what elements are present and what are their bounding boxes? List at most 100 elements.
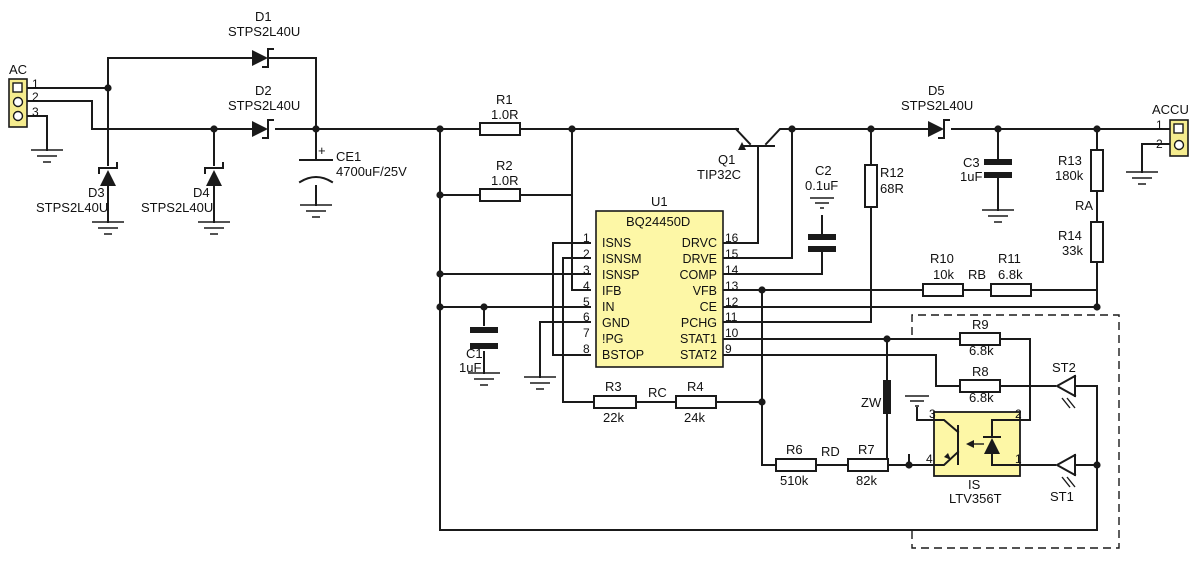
- u1-pin-num-11: 11: [725, 310, 738, 324]
- resistor-r2: R2 1.0R: [479, 158, 521, 202]
- u1-pin-num-4: 4: [583, 279, 590, 293]
- resistor-r14: R14 33k: [1058, 221, 1104, 263]
- transistor-q1: Q1 TIP32C: [697, 142, 775, 182]
- ic-u1: U1 BQ24450D ISNS ISNSM ISNSP IFB IN GND …: [583, 194, 739, 368]
- u1-pin-num-1: 1: [583, 231, 590, 245]
- resistor-r8: R8 6.8k: [959, 364, 1001, 405]
- group-rb-label: RB: [968, 267, 986, 282]
- d2-ref: D2: [255, 83, 272, 98]
- u1-pin-name-9: STAT2: [680, 348, 717, 362]
- diode-d4: D4 STPS2L40U: [141, 162, 224, 215]
- r13-value: 180k: [1055, 168, 1084, 183]
- u1-pin-name-12: CE: [700, 300, 717, 314]
- r2-value: 1.0R: [491, 173, 518, 188]
- led-st1: ST1: [1050, 453, 1077, 504]
- u1-pin-name-2: ISNSM: [602, 252, 642, 266]
- u1-pin-num-2: 2: [583, 247, 590, 261]
- u1-pin-num-5: 5: [583, 295, 590, 309]
- ac-pin-2: 2: [32, 90, 39, 104]
- r6-ref: R6: [786, 442, 803, 457]
- junction-dots: [104, 84, 1101, 469]
- r6-value: 510k: [780, 473, 809, 488]
- c2-value: 0.1uF: [805, 178, 838, 193]
- resistor-r12: R12 68R: [864, 164, 904, 208]
- u1-pin-name-14: COMP: [680, 268, 718, 282]
- u1-pin-name-10: STAT1: [680, 332, 717, 346]
- dashed-enclosure: [911, 314, 1120, 549]
- optocoupler-is: 3 4 2 1 IS LTV356T: [926, 407, 1022, 506]
- r10-value: 10k: [933, 267, 954, 282]
- u1-pin-name-4: IFB: [602, 284, 621, 298]
- diode-d2: D2 STPS2L40U: [228, 83, 300, 139]
- r1-value: 1.0R: [491, 107, 518, 122]
- resistor-r4: R4 24k: [675, 379, 717, 425]
- ac-connector: AC 1 2 3: [8, 62, 39, 128]
- r14-value: 33k: [1062, 243, 1083, 258]
- u1-pin-num-7: 7: [583, 326, 590, 340]
- diode-d5: D5 STPS2L40U: [901, 83, 973, 139]
- resistor-r10: R10 10k: [922, 251, 964, 297]
- ce1-ref: CE1: [336, 149, 361, 164]
- c3-value: 1uF: [960, 169, 982, 184]
- q1-ref: Q1: [718, 152, 735, 167]
- u1-pin-name-6: GND: [602, 316, 630, 330]
- u1-pin-name-8: BSTOP: [602, 348, 644, 362]
- ce1-polarity: +: [318, 143, 326, 158]
- is-pin-4: 4: [926, 452, 933, 466]
- resistor-r9: R9 6.8k: [959, 317, 1001, 358]
- d5-part: STPS2L40U: [901, 98, 973, 113]
- accu-connector-label: ACCU: [1152, 102, 1189, 117]
- u1-pin-name-3: ISNSP: [602, 268, 640, 282]
- accu-pin-1: 1: [1156, 118, 1163, 132]
- c2-ref: C2: [815, 163, 832, 178]
- is-part: LTV356T: [949, 491, 1002, 506]
- d5-ref: D5: [928, 83, 945, 98]
- d4-part: STPS2L40U: [141, 200, 213, 215]
- is-ref: IS: [968, 477, 981, 492]
- c1-ref: C1: [466, 346, 483, 361]
- u1-pin-name-15: DRVE: [682, 252, 717, 266]
- u1-pin-num-10: 10: [725, 326, 739, 340]
- capacitor-ce1: + CE1 4700uF/25V: [298, 143, 407, 184]
- st1-label: ST1: [1050, 489, 1074, 504]
- u1-ref: U1: [651, 194, 668, 209]
- r12-value: 68R: [880, 181, 904, 196]
- capacitor-c2: C2 0.1uF: [805, 163, 838, 252]
- d2-part: STPS2L40U: [228, 98, 300, 113]
- r8-value: 6.8k: [969, 390, 994, 405]
- r10-ref: R10: [930, 251, 954, 266]
- u1-pin-num-12: 12: [725, 295, 739, 309]
- r13-ref: R13: [1058, 153, 1082, 168]
- u1-pin-num-8: 8: [583, 342, 590, 356]
- r7-value: 82k: [856, 473, 877, 488]
- r2-ref: R2: [496, 158, 513, 173]
- resistor-r1: R1 1.0R: [479, 92, 521, 136]
- resistor-r7: R7 82k: [847, 442, 889, 488]
- led-st2: ST2: [1052, 360, 1077, 409]
- c3-ref: C3: [963, 155, 980, 170]
- q1-part: TIP32C: [697, 167, 741, 182]
- capacitor-c1: C1 1uF: [459, 327, 498, 375]
- u1-pin-num-15: 15: [725, 247, 739, 261]
- ac-connector-label: AC: [9, 62, 27, 77]
- accu-connector: ACCU 1 2: [1152, 102, 1189, 157]
- r11-ref: R11: [998, 251, 1021, 266]
- r3-ref: R3: [605, 379, 622, 394]
- d1-ref: D1: [255, 9, 272, 24]
- u1-pin-name-16: DRVC: [682, 236, 717, 250]
- r7-ref: R7: [858, 442, 875, 457]
- u1-part: BQ24450D: [626, 214, 690, 229]
- r12-ref: R12: [880, 165, 904, 180]
- c1-value: 1uF: [459, 360, 481, 375]
- resistor-r11: R11 6.8k: [990, 251, 1032, 297]
- d3-ref: D3: [88, 185, 105, 200]
- ac-pin-3: 3: [32, 105, 39, 119]
- st2-label: ST2: [1052, 360, 1076, 375]
- zw-ref: ZW: [861, 395, 882, 410]
- zener-zw: ZW: [861, 380, 891, 414]
- r8-ref: R8: [972, 364, 989, 379]
- group-ra-label: RA: [1075, 198, 1093, 213]
- r1-ref: R1: [496, 92, 513, 107]
- u1-pin-name-1: ISNS: [602, 236, 631, 250]
